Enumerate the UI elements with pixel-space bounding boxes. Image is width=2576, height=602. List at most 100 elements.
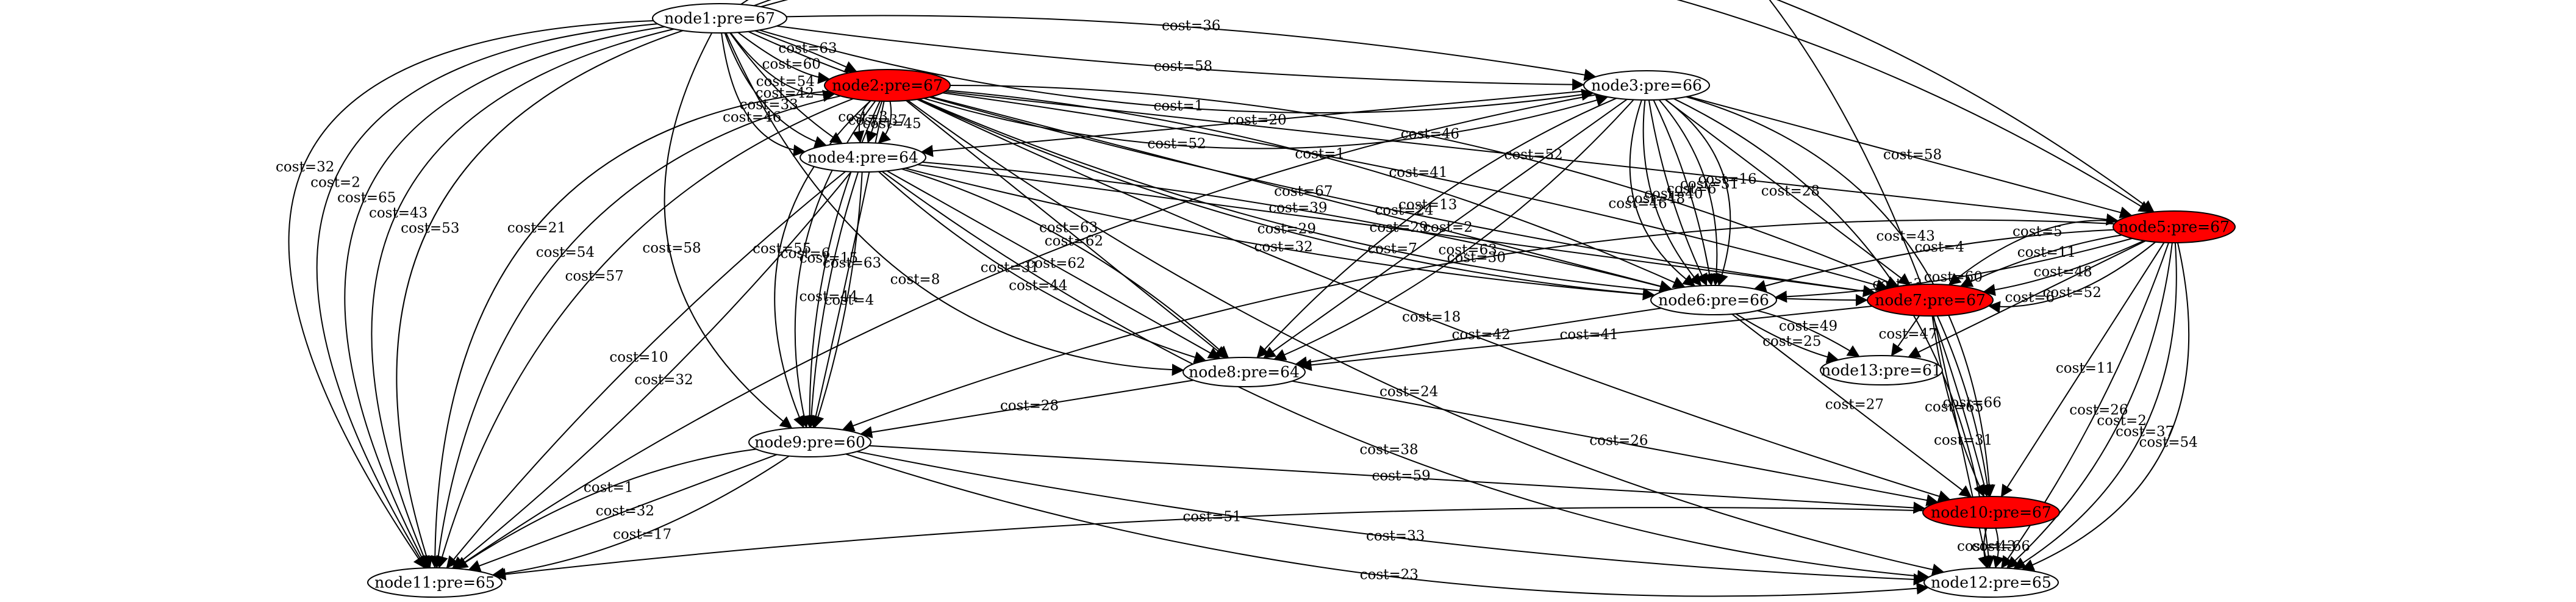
edge-label: cost=43 bbox=[1877, 228, 1935, 244]
edge-node2-node7 bbox=[942, 92, 1889, 292]
edge-label: cost=63 bbox=[778, 41, 837, 57]
edge-node1-node4 bbox=[724, 32, 827, 148]
edge-label: cost=32 bbox=[1254, 239, 1312, 255]
edge-label: cost=31 bbox=[1680, 176, 1739, 192]
edge-node4-node6 bbox=[922, 161, 1672, 293]
node9-ellipse bbox=[748, 427, 871, 457]
edge-node6-node13 bbox=[1757, 310, 1860, 357]
node6-ellipse bbox=[1650, 285, 1777, 315]
edge-node10-node11 bbox=[493, 507, 1923, 581]
edge-label: cost=48 bbox=[1626, 191, 1685, 207]
edge-node6-node13 bbox=[1735, 313, 1839, 364]
edge-labels-layer: cost=63cost=60cost=54cost=36cost=58cost=… bbox=[276, 18, 2198, 582]
edge-label: cost=30 bbox=[1447, 250, 1506, 266]
edge-node5-node12 bbox=[2013, 242, 2177, 570]
edge-node9-node10 bbox=[869, 445, 1926, 514]
edge-node1-node10 bbox=[740, 0, 1991, 497]
edge-label: cost=6 bbox=[2005, 290, 2055, 306]
node-node7: node7:pre=67 bbox=[1867, 284, 1994, 317]
edge-label: cost=17 bbox=[613, 526, 671, 542]
node1-ellipse bbox=[652, 3, 787, 34]
node-node12: node12:pre=65 bbox=[1923, 567, 2059, 598]
edge-node1-node2 bbox=[737, 32, 831, 84]
node-node11: node11:pre=65 bbox=[367, 567, 503, 598]
edge-label: cost=66 bbox=[1943, 395, 2002, 410]
node12-label: node12:pre=65 bbox=[1931, 574, 2052, 592]
edge-label: cost=63 bbox=[823, 255, 881, 271]
node5-ellipse bbox=[2113, 210, 2236, 243]
edge-label: cost=62 bbox=[1045, 234, 1103, 249]
edge-label: cost=26 bbox=[1589, 433, 1648, 449]
edge-label: cost=6 bbox=[1667, 181, 1717, 197]
edge-node5-node10 bbox=[2000, 242, 2165, 498]
edge-node2-node6 bbox=[946, 90, 1686, 288]
edge-node4-node9 bbox=[812, 171, 863, 429]
edge-label: cost=54 bbox=[2139, 435, 2197, 451]
edge-label: cost=11 bbox=[2056, 360, 2114, 376]
edge-label: cost=32 bbox=[634, 372, 693, 388]
edge-node4-node8 bbox=[878, 171, 1207, 364]
edge-label: cost=16 bbox=[1698, 171, 1756, 187]
edge-node7-node12 bbox=[1933, 315, 1992, 568]
edge-node3-node8 bbox=[1273, 99, 1634, 360]
node11-label: node11:pre=65 bbox=[374, 574, 495, 592]
edge-label: cost=58 bbox=[1154, 59, 1212, 74]
edge-node5-node7 bbox=[1959, 234, 2122, 287]
node-node9: node9:pre=60 bbox=[748, 427, 871, 457]
edge-node2-node7 bbox=[929, 96, 1876, 298]
edge-label: cost=41 bbox=[1559, 327, 1618, 343]
edge-label: cost=65 bbox=[1925, 400, 1983, 415]
edge-label: cost=21 bbox=[507, 220, 566, 236]
node-node5: node5:pre=67 bbox=[2113, 210, 2236, 243]
edge-node9-node11 bbox=[455, 448, 757, 570]
edge-label: cost=44 bbox=[1009, 278, 1067, 294]
edge-label: cost=43 bbox=[369, 206, 428, 221]
node3-ellipse bbox=[1583, 70, 1710, 101]
edge-node4-node7 bbox=[917, 163, 1875, 298]
edge-label: cost=36 bbox=[1162, 18, 1220, 34]
edge-node5-node7 bbox=[1987, 242, 2156, 314]
edge-label: cost=57 bbox=[565, 268, 623, 284]
edge-node9-node12 bbox=[845, 453, 1929, 597]
edge-label: cost=18 bbox=[1402, 309, 1461, 325]
edge-node7-node13 bbox=[1891, 315, 1920, 357]
edge-node3-node6 bbox=[1653, 99, 1716, 286]
edge-label: cost=63 bbox=[1439, 242, 1497, 258]
edge-node2-node9 bbox=[774, 100, 871, 429]
node3-label: node3:pre=66 bbox=[1591, 77, 1702, 95]
edge-label: cost=28 bbox=[1000, 398, 1059, 414]
node-node1: node1:pre=67 bbox=[652, 3, 787, 34]
edge-label: cost=60 bbox=[762, 57, 821, 73]
edge-label: cost=4 bbox=[1914, 240, 1964, 256]
edge-node5-node6 bbox=[1753, 229, 2114, 292]
edge-label: cost=59 bbox=[1372, 468, 1430, 484]
edge-node3-node6 bbox=[1629, 99, 1696, 287]
edge-label: cost=51 bbox=[1182, 509, 1241, 525]
edge-label: cost=37 bbox=[848, 113, 907, 129]
edge-label: cost=13 bbox=[1398, 197, 1457, 213]
node9-label: node9:pre=60 bbox=[754, 434, 865, 451]
edge-label: cost=8 bbox=[890, 272, 940, 288]
edge-label: cost=62 bbox=[1026, 256, 1085, 271]
edge-label: cost=1 bbox=[1154, 98, 1204, 114]
edge-node3-node6 bbox=[1642, 99, 1702, 287]
edge-label: cost=58 bbox=[1883, 147, 1942, 163]
edge-label: cost=2 bbox=[2097, 413, 2147, 429]
node5-label: node5:pre=67 bbox=[2119, 218, 2230, 236]
edge-node10-node12 bbox=[1978, 528, 1990, 568]
edge-label: cost=44 bbox=[799, 289, 857, 305]
edge-node1-node5 bbox=[760, 0, 2152, 213]
edge-label: cost=52 bbox=[1147, 136, 1206, 152]
edge-label: cost=63 bbox=[1039, 220, 1098, 236]
edge-label: cost=7 bbox=[1367, 241, 1417, 257]
edge-label: cost=46 bbox=[723, 110, 781, 126]
edge-node2-node9 bbox=[794, 100, 876, 428]
edge-label: cost=52 bbox=[1504, 147, 1562, 163]
node13-ellipse bbox=[1820, 355, 1943, 385]
node7-label: node7:pre=67 bbox=[1875, 292, 1986, 309]
edge-node2-node6 bbox=[917, 98, 1656, 301]
edge-label: cost=20 bbox=[1228, 112, 1286, 128]
node-node3: node3:pre=66 bbox=[1583, 70, 1710, 101]
edge-label: cost=67 bbox=[1274, 184, 1333, 199]
